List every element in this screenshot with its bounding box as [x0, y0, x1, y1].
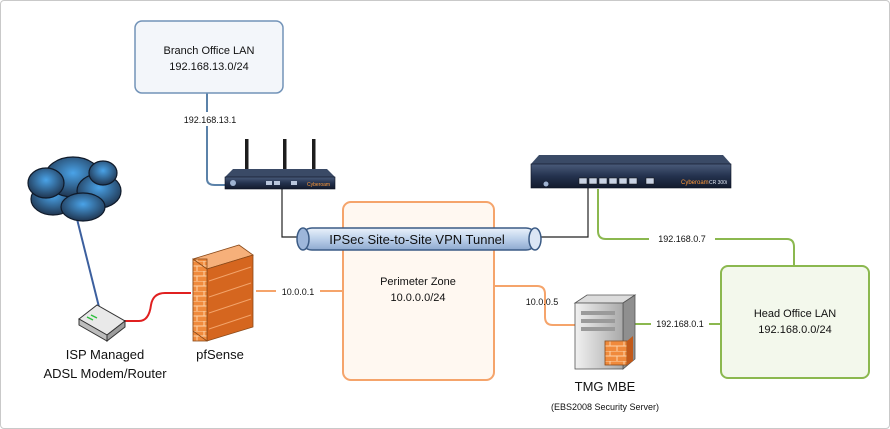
- router-icon: Cyberoam: [224, 139, 336, 190]
- perimeter-tmg-link: [494, 285, 575, 326]
- svg-text:CR 300i: CR 300i: [709, 180, 727, 186]
- cloud-icon: [27, 156, 122, 222]
- branch-lan-name: Branch Office LAN: [164, 45, 255, 57]
- tmg-int-ip: 192.168.0.1: [656, 319, 704, 329]
- isp-link: [121, 292, 191, 322]
- modem-icon: [78, 304, 126, 343]
- head-router-ip: 192.168.0.7: [658, 234, 706, 244]
- branch-gw-ip: 192.168.13.1: [184, 115, 237, 125]
- head-lan-subnet: 192.168.0.0/24: [758, 324, 831, 336]
- head-router-icon: Cyberoam CR 300i: [530, 155, 732, 189]
- branch-vpn-link: [281, 187, 299, 238]
- perimeter-zone-subnet: 10.0.0.0/24: [390, 292, 445, 304]
- head-lan-name: Head Office LAN: [754, 308, 836, 320]
- perimeter-zone-name: Perimeter Zone: [380, 276, 456, 288]
- firewall-icon: [192, 244, 254, 342]
- branch-link: [206, 93, 227, 186]
- server-icon: [573, 294, 637, 370]
- branch-lan-box: [134, 20, 284, 94]
- svg-text:Cyberoam: Cyberoam: [681, 180, 709, 186]
- internet-link: [74, 210, 100, 308]
- head-vpn-link: [541, 187, 589, 238]
- vpn-tunnel-label: IPSec Site-to-Site VPN Tunnel: [329, 232, 505, 247]
- branch-lan-subnet: 192.168.13.0/24: [169, 61, 249, 73]
- modem-label-line1: ISP Managed: [66, 347, 145, 362]
- tmg-label: TMG MBE: [575, 379, 636, 394]
- head-router-link: [597, 189, 795, 265]
- tmg-ext-ip: 10.0.0.5: [526, 297, 559, 307]
- tmg-sublabel: (EBS2008 Security Server): [551, 402, 659, 412]
- pfsense-ip: 10.0.0.1: [282, 287, 315, 297]
- head-lan-box: [720, 265, 870, 379]
- vpn-tunnel: IPSec Site-to-Site VPN Tunnel: [296, 227, 542, 251]
- pfsense-label: pfSense: [196, 347, 244, 362]
- svg-text:Cyberoam: Cyberoam: [307, 182, 330, 188]
- modem-label-line2: ADSL Modem/Router: [43, 366, 167, 381]
